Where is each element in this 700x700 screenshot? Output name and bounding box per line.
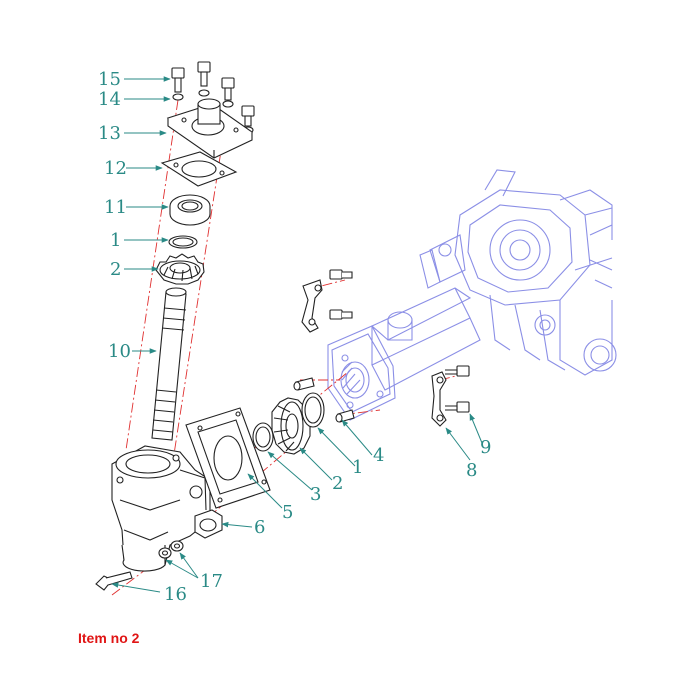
item-caption: Item no 2 [78,630,140,646]
callout-1-lower: 1 [352,457,363,478]
bevel-gear-2-top [155,253,205,285]
gearbox-housing [111,445,211,572]
callout-12: 12 [104,158,127,179]
nut-17 [158,540,184,559]
lock-plate-upper [301,279,323,333]
bevel-gear-2-lower [271,397,311,455]
pinion-shaft-10 [151,287,187,441]
dowel-pin-4 [293,377,355,423]
callout-9: 9 [480,437,491,458]
bolt-upper [329,269,353,320]
callout-3: 3 [310,484,321,505]
bolt-9 [445,365,470,413]
callout-8: 8 [466,460,477,481]
callout-11: 11 [104,197,127,218]
callout-2-top: 2 [110,259,121,280]
lock-plate-8 [431,371,447,427]
snap-ring-1-lower [301,392,325,428]
callout-17: 17 [200,571,223,592]
callout-15: 15 [98,69,121,90]
bearing-11 [169,194,211,226]
callout-1-top: 1 [110,230,121,251]
top-cover-13 [166,98,254,159]
callout-16: 16 [164,584,187,605]
bolt-15 [171,61,255,127]
callout-2-lower: 2 [332,473,343,494]
callout-labels: 15 14 13 12 11 1 2 10 4 1 2 3 5 6 17 16 … [98,69,491,605]
callout-13: 13 [98,123,121,144]
snap-ring-3 [252,422,274,452]
callout-14: 14 [98,89,121,110]
snap-ring-1-top [168,235,198,249]
callout-4: 4 [373,445,384,466]
side-cap-6 [194,509,223,539]
callout-5: 5 [282,502,293,523]
callout-6: 6 [254,517,265,538]
callout-10: 10 [108,341,131,362]
gasket-12 [160,151,238,187]
parts [95,61,470,591]
bolt-16 [95,571,133,591]
gasket-5 [185,407,271,509]
callout-leaders [111,76,483,593]
axle-assembly-drawing [327,169,617,421]
